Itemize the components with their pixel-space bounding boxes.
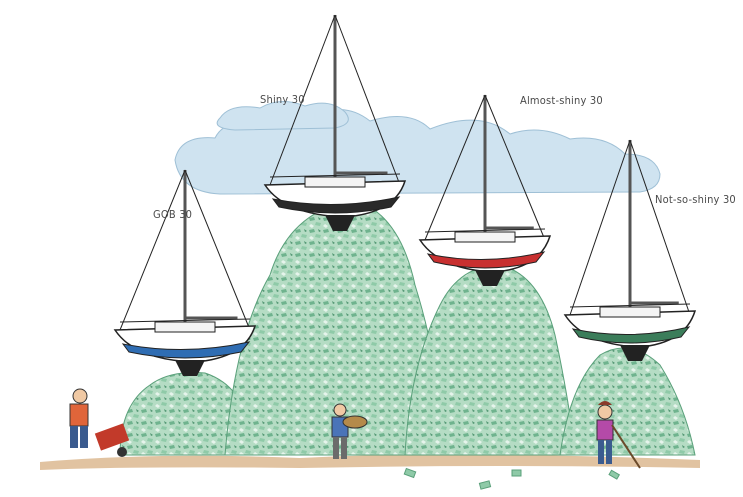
person-with-wheelbarrow (69, 388, 130, 457)
money-pile-not-so-shiny (559, 347, 696, 456)
boat-almost-shiny (418, 94, 552, 286)
money-pile-almost-shiny (404, 264, 576, 456)
boat-gob (113, 169, 257, 376)
clouds (174, 101, 661, 195)
boat-label-almost-shiny: Almost-shiny 30 (520, 94, 603, 107)
person-carrying-basket (331, 403, 368, 459)
boat-not-so-shiny (563, 139, 697, 361)
boat-label-not-so-shiny: Not-so-shiny 30 (655, 193, 736, 206)
boat-label-gob: GOB 30 (153, 208, 192, 221)
ground (40, 454, 700, 470)
boat-label-shiny: Shiny 30 (260, 93, 305, 106)
stray-bills (403, 467, 621, 490)
money-piles (119, 199, 696, 456)
person-with-rake (596, 401, 641, 469)
boat-shiny (263, 14, 407, 231)
boats-layer (113, 14, 697, 376)
